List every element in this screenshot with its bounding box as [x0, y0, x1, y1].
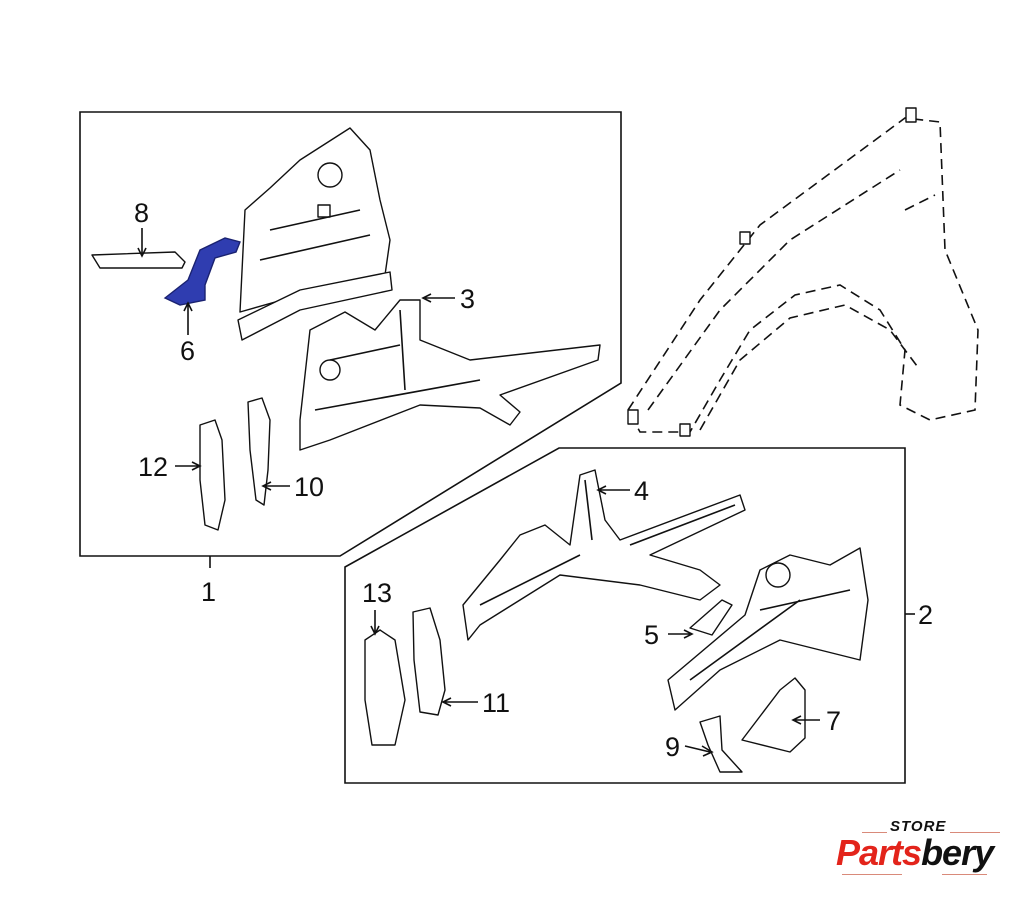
callout-9: 9	[665, 732, 680, 762]
part-9-bracket	[699, 715, 743, 773]
part-apron-upper	[237, 127, 393, 341]
callout-2: 2	[918, 600, 933, 630]
logo-wordmark: Partsbery	[836, 832, 994, 874]
fender-outline	[627, 107, 979, 437]
callout-4: 4	[634, 476, 649, 506]
callout-5: 5	[644, 620, 659, 650]
partsbery-logo: STORE Partsbery	[832, 818, 1007, 878]
callout-7: 7	[826, 706, 841, 736]
logo-parts-text: Parts	[836, 832, 922, 873]
callout-6: 6	[180, 336, 195, 366]
callout-arrows	[137, 228, 820, 757]
part-5-plate	[689, 599, 733, 636]
part-11	[412, 607, 446, 716]
part-10	[247, 397, 271, 506]
callout-13: 13	[362, 578, 392, 608]
part-6-highlighted	[163, 237, 241, 306]
part-rail-lower	[462, 469, 746, 641]
part-12	[199, 419, 226, 531]
group-box-2	[344, 447, 906, 784]
callout-11: 11	[482, 688, 510, 718]
callout-8: 8	[134, 198, 149, 228]
logo-bery-text: bery	[921, 832, 994, 873]
part-rail-upper	[299, 299, 601, 451]
callout-3: 3	[460, 284, 475, 314]
callout-1: 1	[201, 577, 216, 607]
part-7-bracket	[741, 677, 806, 753]
part-8-bracket	[91, 251, 186, 269]
callout-12: 12	[138, 452, 168, 482]
part-apron-lower	[667, 547, 869, 711]
part-13	[364, 629, 406, 746]
group-box-1	[79, 111, 622, 557]
callout-10: 10	[294, 472, 324, 502]
logo-store-text: STORE	[890, 818, 947, 835]
